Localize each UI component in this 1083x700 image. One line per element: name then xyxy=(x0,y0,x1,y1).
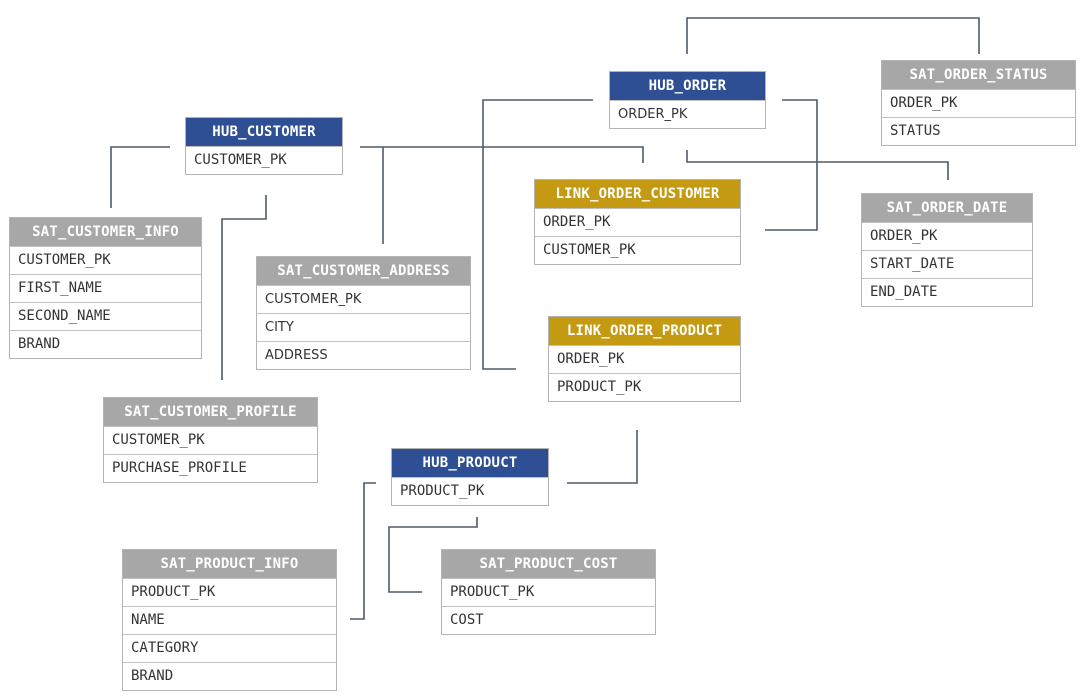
table-field: ADDRESS xyxy=(257,341,470,369)
table-field: SECOND_NAME xyxy=(10,302,201,330)
table-field: ORDER_PK xyxy=(535,208,740,236)
table-header: SAT_PRODUCT_COST xyxy=(442,550,655,578)
table-sat-customer-info[interactable]: SAT_CUSTOMER_INFO CUSTOMER_PK FIRST_NAME… xyxy=(9,217,202,359)
table-field: CUSTOMER_PK xyxy=(186,146,342,174)
table-field: CUSTOMER_PK xyxy=(10,246,201,274)
table-field: ORDER_PK xyxy=(882,89,1075,117)
connector-hub-order-sat-order-date xyxy=(686,150,949,180)
table-header: SAT_PRODUCT_INFO xyxy=(123,550,336,578)
table-sat-customer-address[interactable]: SAT_CUSTOMER_ADDRESS CUSTOMER_PK CITY AD… xyxy=(256,256,471,370)
table-sat-product-info[interactable]: SAT_PRODUCT_INFO PRODUCT_PK NAME CATEGOR… xyxy=(122,549,337,691)
table-field: PURCHASE_PROFILE xyxy=(104,454,317,482)
table-field: CATEGORY xyxy=(123,634,336,662)
table-hub-customer[interactable]: HUB_CUSTOMER CUSTOMER_PK xyxy=(185,117,343,175)
connector-hub-customer-sat-customer-info xyxy=(110,146,170,208)
table-field: STATUS xyxy=(882,117,1075,145)
connector-hub-product-sat-product-info xyxy=(350,482,376,620)
table-link-order-product[interactable]: LINK_ORDER_PRODUCT ORDER_PK PRODUCT_PK xyxy=(548,316,741,402)
table-field: PRODUCT_PK xyxy=(123,578,336,606)
table-sat-product-cost[interactable]: SAT_PRODUCT_COST PRODUCT_PK COST xyxy=(441,549,656,635)
table-sat-customer-profile[interactable]: SAT_CUSTOMER_PROFILE CUSTOMER_PK PURCHAS… xyxy=(103,397,318,483)
table-field: CUSTOMER_PK xyxy=(104,426,317,454)
table-header: HUB_CUSTOMER xyxy=(186,118,342,146)
table-field: ORDER_PK xyxy=(862,222,1032,250)
table-hub-order[interactable]: HUB_ORDER ORDER_PK xyxy=(609,71,766,129)
connector-hub-order-link-order-customer xyxy=(765,99,818,231)
table-sat-order-status[interactable]: SAT_ORDER_STATUS ORDER_PK STATUS xyxy=(881,60,1076,146)
table-header: HUB_ORDER xyxy=(610,72,765,100)
table-field: FIRST_NAME xyxy=(10,274,201,302)
connector-hub-order-sat-order-status xyxy=(686,17,980,54)
table-header: SAT_CUSTOMER_INFO xyxy=(10,218,201,246)
table-field: ORDER_PK xyxy=(610,100,765,128)
table-header: LINK_ORDER_CUSTOMER xyxy=(535,180,740,208)
table-field: COST xyxy=(442,606,655,634)
table-header: HUB_PRODUCT xyxy=(392,449,548,477)
table-hub-product[interactable]: HUB_PRODUCT PRODUCT_PK xyxy=(391,448,549,506)
connector-hub-product-link-order-product xyxy=(567,430,638,484)
table-header: LINK_ORDER_PRODUCT xyxy=(549,317,740,345)
table-field: NAME xyxy=(123,606,336,634)
table-header: SAT_CUSTOMER_PROFILE xyxy=(104,398,317,426)
table-header: SAT_ORDER_STATUS xyxy=(882,61,1075,89)
table-field: START_DATE xyxy=(862,250,1032,278)
table-header: SAT_ORDER_DATE xyxy=(862,194,1032,222)
connector-hub-customer-link-order-customer xyxy=(360,146,644,163)
table-field: CUSTOMER_PK xyxy=(535,236,740,264)
table-field: CITY xyxy=(257,313,470,341)
table-sat-order-date[interactable]: SAT_ORDER_DATE ORDER_PK START_DATE END_D… xyxy=(861,193,1033,307)
table-field: PRODUCT_PK xyxy=(549,373,740,401)
table-field: BRAND xyxy=(10,330,201,358)
table-header: SAT_CUSTOMER_ADDRESS xyxy=(257,257,470,285)
table-field: BRAND xyxy=(123,662,336,690)
table-field: ORDER_PK xyxy=(549,345,740,373)
table-field: END_DATE xyxy=(862,278,1032,306)
table-link-order-customer[interactable]: LINK_ORDER_CUSTOMER ORDER_PK CUSTOMER_PK xyxy=(534,179,741,265)
table-field: CUSTOMER_PK xyxy=(257,285,470,313)
table-field: PRODUCT_PK xyxy=(442,578,655,606)
table-field: PRODUCT_PK xyxy=(392,477,548,505)
